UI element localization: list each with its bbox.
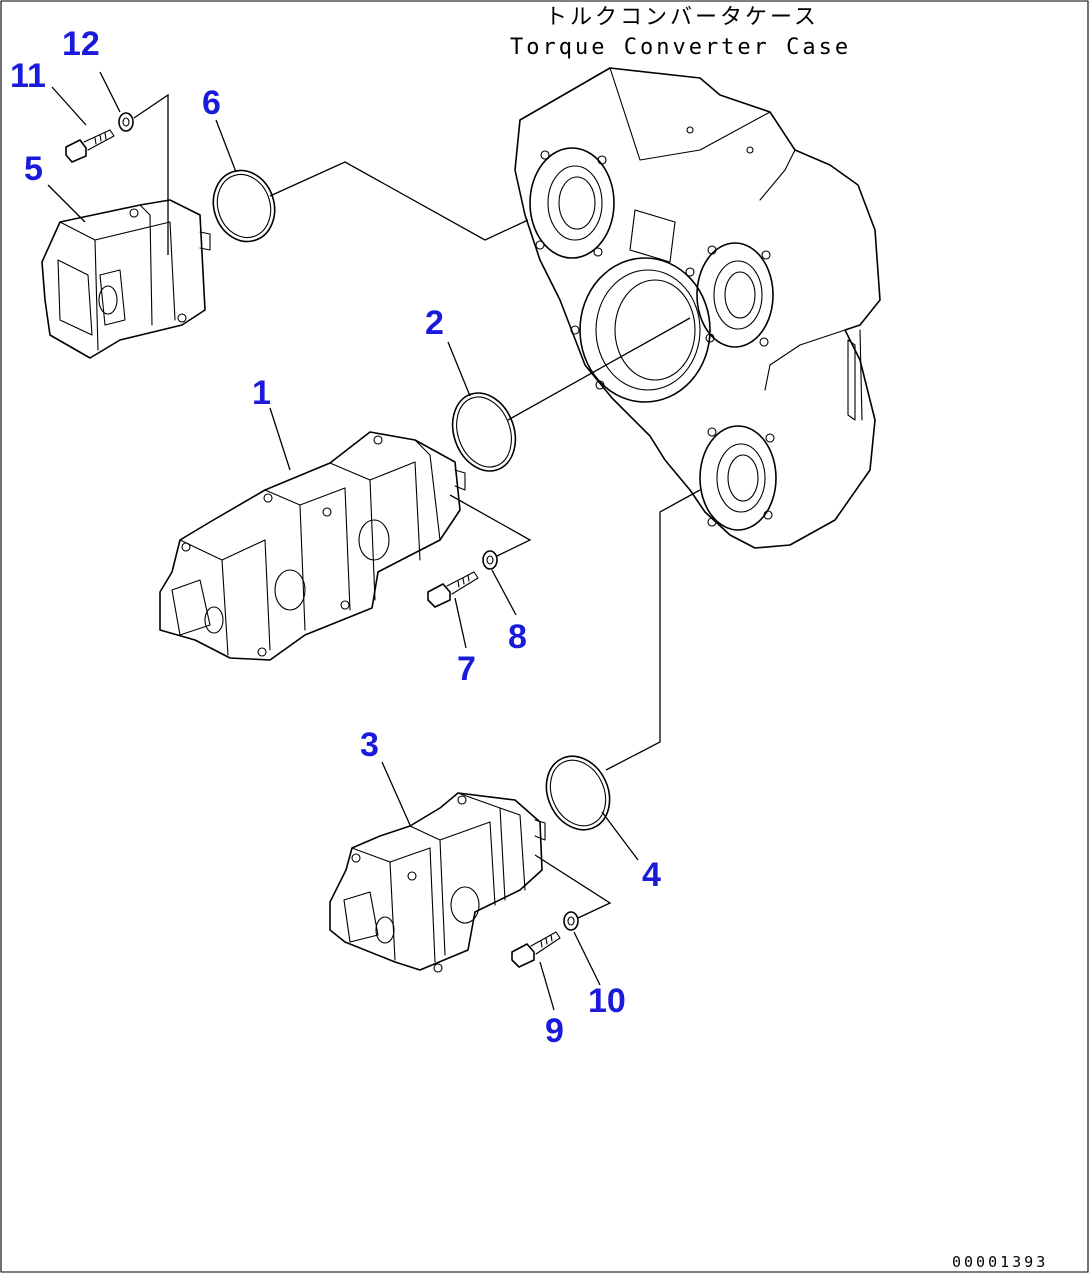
- pump-part-1: [159, 431, 466, 661]
- assembly-lines: [47, 71, 701, 1011]
- bolt-part-11: [65, 129, 115, 163]
- washer-part-8: [482, 550, 498, 570]
- callout-2: 2: [425, 304, 444, 342]
- pump-part-5: [41, 199, 211, 359]
- callout-7: 7: [457, 650, 476, 688]
- callout-labels: 11 12 5 6 2 1 8 7 3 4 10 9: [10, 25, 661, 1050]
- bolt-part-9: [511, 931, 561, 968]
- washer-part-10: [563, 911, 579, 931]
- o-ring-part-4: [545, 755, 611, 831]
- callout-3: 3: [360, 726, 379, 764]
- o-ring-part-2: [451, 392, 517, 472]
- caption-english: Torque Converter Case: [510, 35, 851, 60]
- pump-part-3: [329, 792, 546, 973]
- document-number: 00001393: [952, 1253, 1048, 1271]
- callout-10: 10: [588, 982, 626, 1020]
- bolt-part-7: [427, 571, 479, 608]
- callout-9: 9: [545, 1012, 564, 1050]
- callout-8: 8: [508, 618, 527, 656]
- callout-12: 12: [62, 25, 100, 63]
- washer-part-12: [118, 112, 134, 132]
- callout-11: 11: [10, 57, 46, 95]
- callout-5: 5: [24, 150, 43, 188]
- torque-converter-case: [514, 67, 881, 549]
- callout-1: 1: [252, 374, 271, 412]
- callout-6: 6: [202, 84, 221, 122]
- callout-4: 4: [642, 856, 661, 894]
- o-ring-part-6: [212, 169, 276, 243]
- caption-japanese: トルクコンバータケース: [545, 5, 819, 30]
